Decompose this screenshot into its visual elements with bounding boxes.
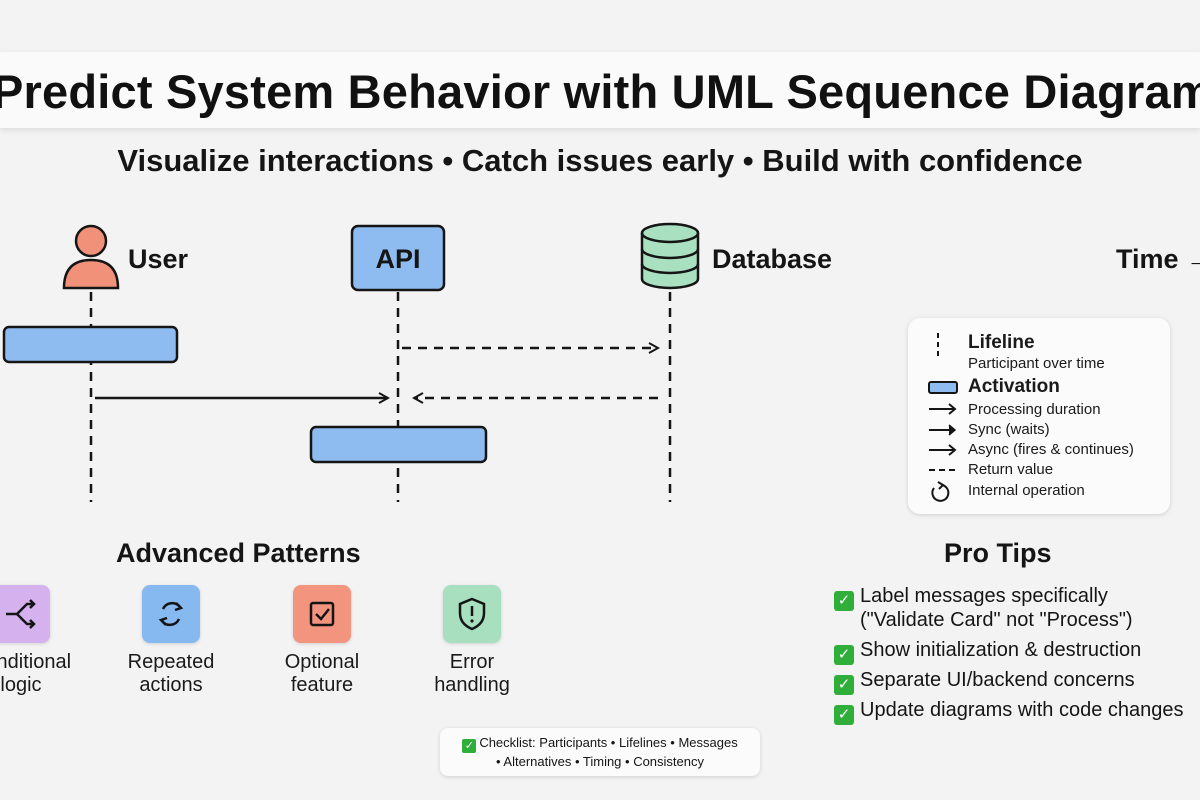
- pattern-label-line2: feature: [290, 674, 354, 696]
- check-icon: ✓: [462, 739, 477, 753]
- legend-activation-desc: Processing duration: [968, 401, 1101, 418]
- legend-return: Return value: [968, 461, 1054, 478]
- internal-loop-icon: [931, 481, 950, 502]
- pattern-label-line1: Optional: [284, 651, 360, 673]
- pro-tips-title: Pro Tips: [944, 538, 1052, 568]
- legend-sync: Sync (waits): [968, 421, 1050, 438]
- pattern-error: Error handling: [407, 585, 537, 697]
- branch-icon: [0, 585, 50, 643]
- time-label: Time →: [1116, 244, 1200, 274]
- tip-item: ✓ Label messages specifically: [834, 584, 1108, 611]
- return-dashed-icon: [929, 469, 956, 471]
- legend-lifeline-desc: Participant over time: [968, 355, 1105, 372]
- legend-activation-title: Activation: [968, 376, 1060, 397]
- checklist-box: ✓Checklist: Participants • Lifelines • M…: [440, 728, 760, 776]
- tip-text: Update diagrams with code changes: [860, 699, 1184, 721]
- check-icon: ✓: [834, 675, 854, 695]
- loop-icon: [142, 585, 200, 643]
- pattern-repeated: Repeated actions: [106, 585, 236, 697]
- check-icon: ✓: [834, 705, 854, 725]
- database-cylinder-icon: [640, 222, 700, 290]
- pattern-optional: Optional feature: [257, 585, 387, 697]
- checklist-line-2: • Alternatives • Timing • Consistency: [495, 754, 704, 769]
- pattern-label-line2: logic: [0, 674, 42, 696]
- sync-arrow-icon: [929, 424, 957, 436]
- api-activation-bar: [309, 425, 488, 464]
- api-participant-box: [350, 224, 446, 292]
- database-label: Database: [712, 244, 832, 274]
- tip-item-continuation: ("Validate Card" not "Process"): [860, 608, 1133, 632]
- checkbox-icon: [293, 585, 351, 643]
- pattern-label-line1: Error: [449, 651, 495, 673]
- user-participant-icon: [62, 224, 120, 290]
- tip-text: ("Validate Card" not "Process"): [860, 609, 1133, 631]
- api-label: API: [375, 244, 420, 274]
- tip-item: ✓ Update diagrams with code changes: [834, 698, 1184, 725]
- advanced-patterns-title: Advanced Patterns: [116, 538, 361, 568]
- pattern-label-line1: Repeated: [127, 651, 215, 673]
- user-activation-bar: [2, 325, 179, 364]
- async-arrow-icon: [929, 444, 957, 456]
- activation-legend-icon: [928, 381, 958, 394]
- page-subtitle: Visualize interactions • Catch issues ea…: [117, 143, 1083, 178]
- tip-item: ✓ Separate UI/backend concerns: [834, 668, 1135, 695]
- legend-internal: Internal operation: [968, 482, 1085, 499]
- tip-text: Separate UI/backend concerns: [860, 669, 1135, 691]
- check-icon: ✓: [834, 645, 854, 665]
- checklist-line-1: Checklist: Participants • Lifelines • Me…: [479, 735, 738, 750]
- pattern-label-line2: handling: [434, 674, 510, 696]
- tip-text: Show initialization & destruction: [860, 639, 1142, 661]
- shield-alert-icon: [443, 585, 501, 643]
- user-label: User: [128, 244, 189, 274]
- lifeline-legend-icon: [937, 333, 939, 359]
- legend-async: Async (fires & continues): [968, 441, 1134, 458]
- pattern-conditional: Conditional logic: [0, 585, 86, 697]
- tip-item: ✓ Show initialization & destruction: [834, 638, 1141, 665]
- legend-panel: Lifeline Participant over time Activatio…: [908, 318, 1170, 514]
- pattern-label-line2: actions: [139, 674, 203, 696]
- tip-text: Label messages specifically: [860, 585, 1108, 607]
- legend-lifeline-title: Lifeline: [968, 332, 1035, 353]
- pattern-label-line1: Conditional: [0, 651, 72, 673]
- title-banner: Predict System Behavior with UML Sequenc…: [0, 52, 1200, 128]
- check-icon: ✓: [834, 591, 854, 611]
- arrow-right-icon: [929, 403, 957, 415]
- page-title: Predict System Behavior with UML Sequenc…: [0, 65, 1200, 118]
